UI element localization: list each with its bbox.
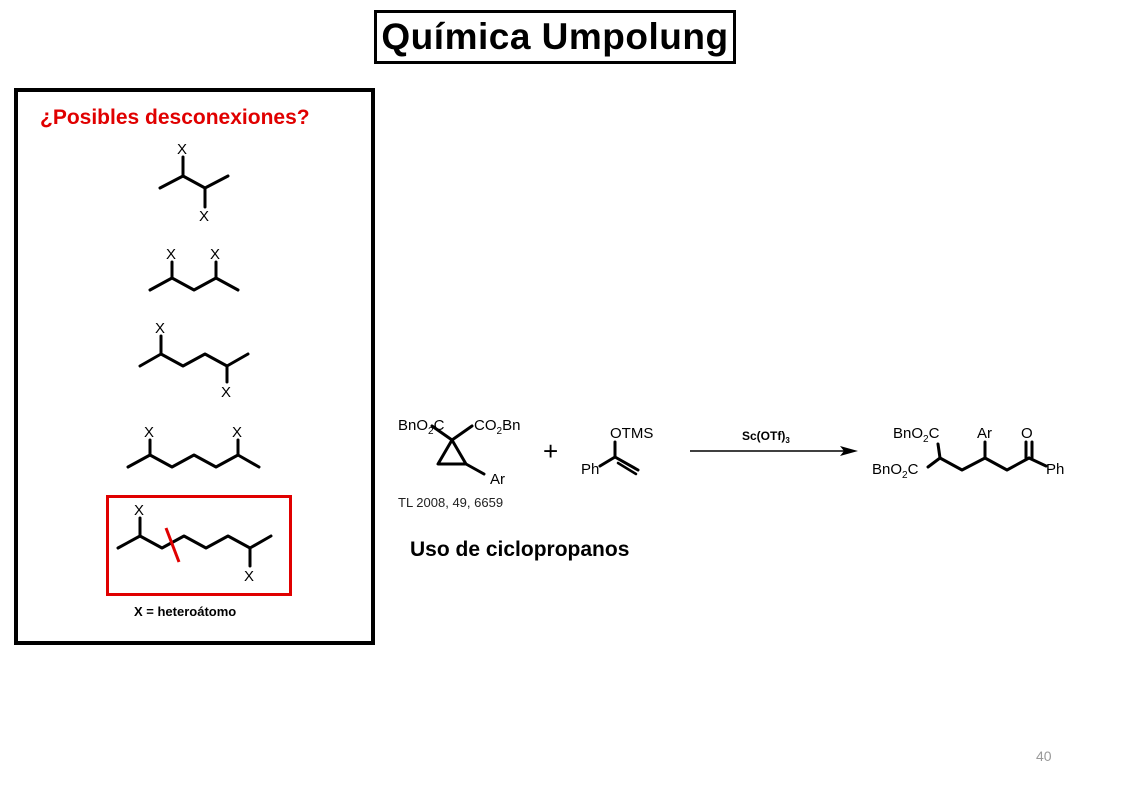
section-subtitle: Uso de ciclopropanos bbox=[410, 538, 630, 561]
structure-1-6-skeleton bbox=[116, 516, 273, 568]
x-label: X bbox=[244, 568, 254, 585]
product-phenyl: Ph bbox=[1046, 461, 1064, 478]
heteroatom-legend: X = heteroátomo bbox=[134, 604, 237, 619]
cyclopropane-structure bbox=[430, 424, 486, 476]
structure-1-4-skeleton bbox=[138, 334, 250, 384]
title-box: Química Umpolung bbox=[374, 10, 736, 64]
x-label: X bbox=[166, 246, 176, 263]
x-label: X bbox=[199, 208, 209, 225]
enol-ether-otms: OTMS bbox=[610, 425, 653, 442]
x-label: X bbox=[232, 424, 242, 441]
x-label: X bbox=[210, 246, 220, 263]
plus-sign: + bbox=[543, 436, 558, 466]
product-ester-top: BnO2C bbox=[893, 425, 940, 445]
product-structure bbox=[926, 440, 1048, 472]
x-label: X bbox=[134, 502, 144, 519]
slide-title: Química Umpolung bbox=[381, 16, 729, 57]
panel-heading: ¿Posibles desconexiones? bbox=[40, 106, 310, 129]
structure-1-2-skeleton bbox=[158, 155, 230, 209]
reaction-arrow-icon bbox=[690, 446, 858, 456]
disconnection-mark-icon bbox=[164, 527, 181, 563]
x-label: X bbox=[221, 384, 231, 401]
cyclopropane-ester-right: CO2Bn bbox=[474, 417, 520, 437]
x-label: X bbox=[155, 320, 165, 337]
product-oxygen: O bbox=[1021, 425, 1033, 442]
enol-ether-phenyl: Ph bbox=[581, 461, 599, 478]
product-ester-bottom: BnO2C bbox=[872, 461, 919, 481]
enol-ether-structure bbox=[598, 440, 640, 476]
cyclopropane-aryl: Ar bbox=[490, 471, 505, 488]
structure-1-3-skeleton bbox=[148, 260, 240, 292]
reagent-label: Sc(OTf)3 bbox=[742, 429, 790, 445]
product-aryl: Ar bbox=[977, 425, 992, 442]
highlighted-structure-frame bbox=[106, 495, 292, 596]
page-number: 40 bbox=[1036, 748, 1052, 764]
x-label: X bbox=[144, 424, 154, 441]
structure-1-5-skeleton bbox=[126, 438, 261, 469]
x-label: X bbox=[177, 141, 187, 158]
literature-reference: TL 2008, 49, 6659 bbox=[398, 495, 504, 510]
cyclopropane-ester-left: BnO2C bbox=[398, 417, 445, 437]
